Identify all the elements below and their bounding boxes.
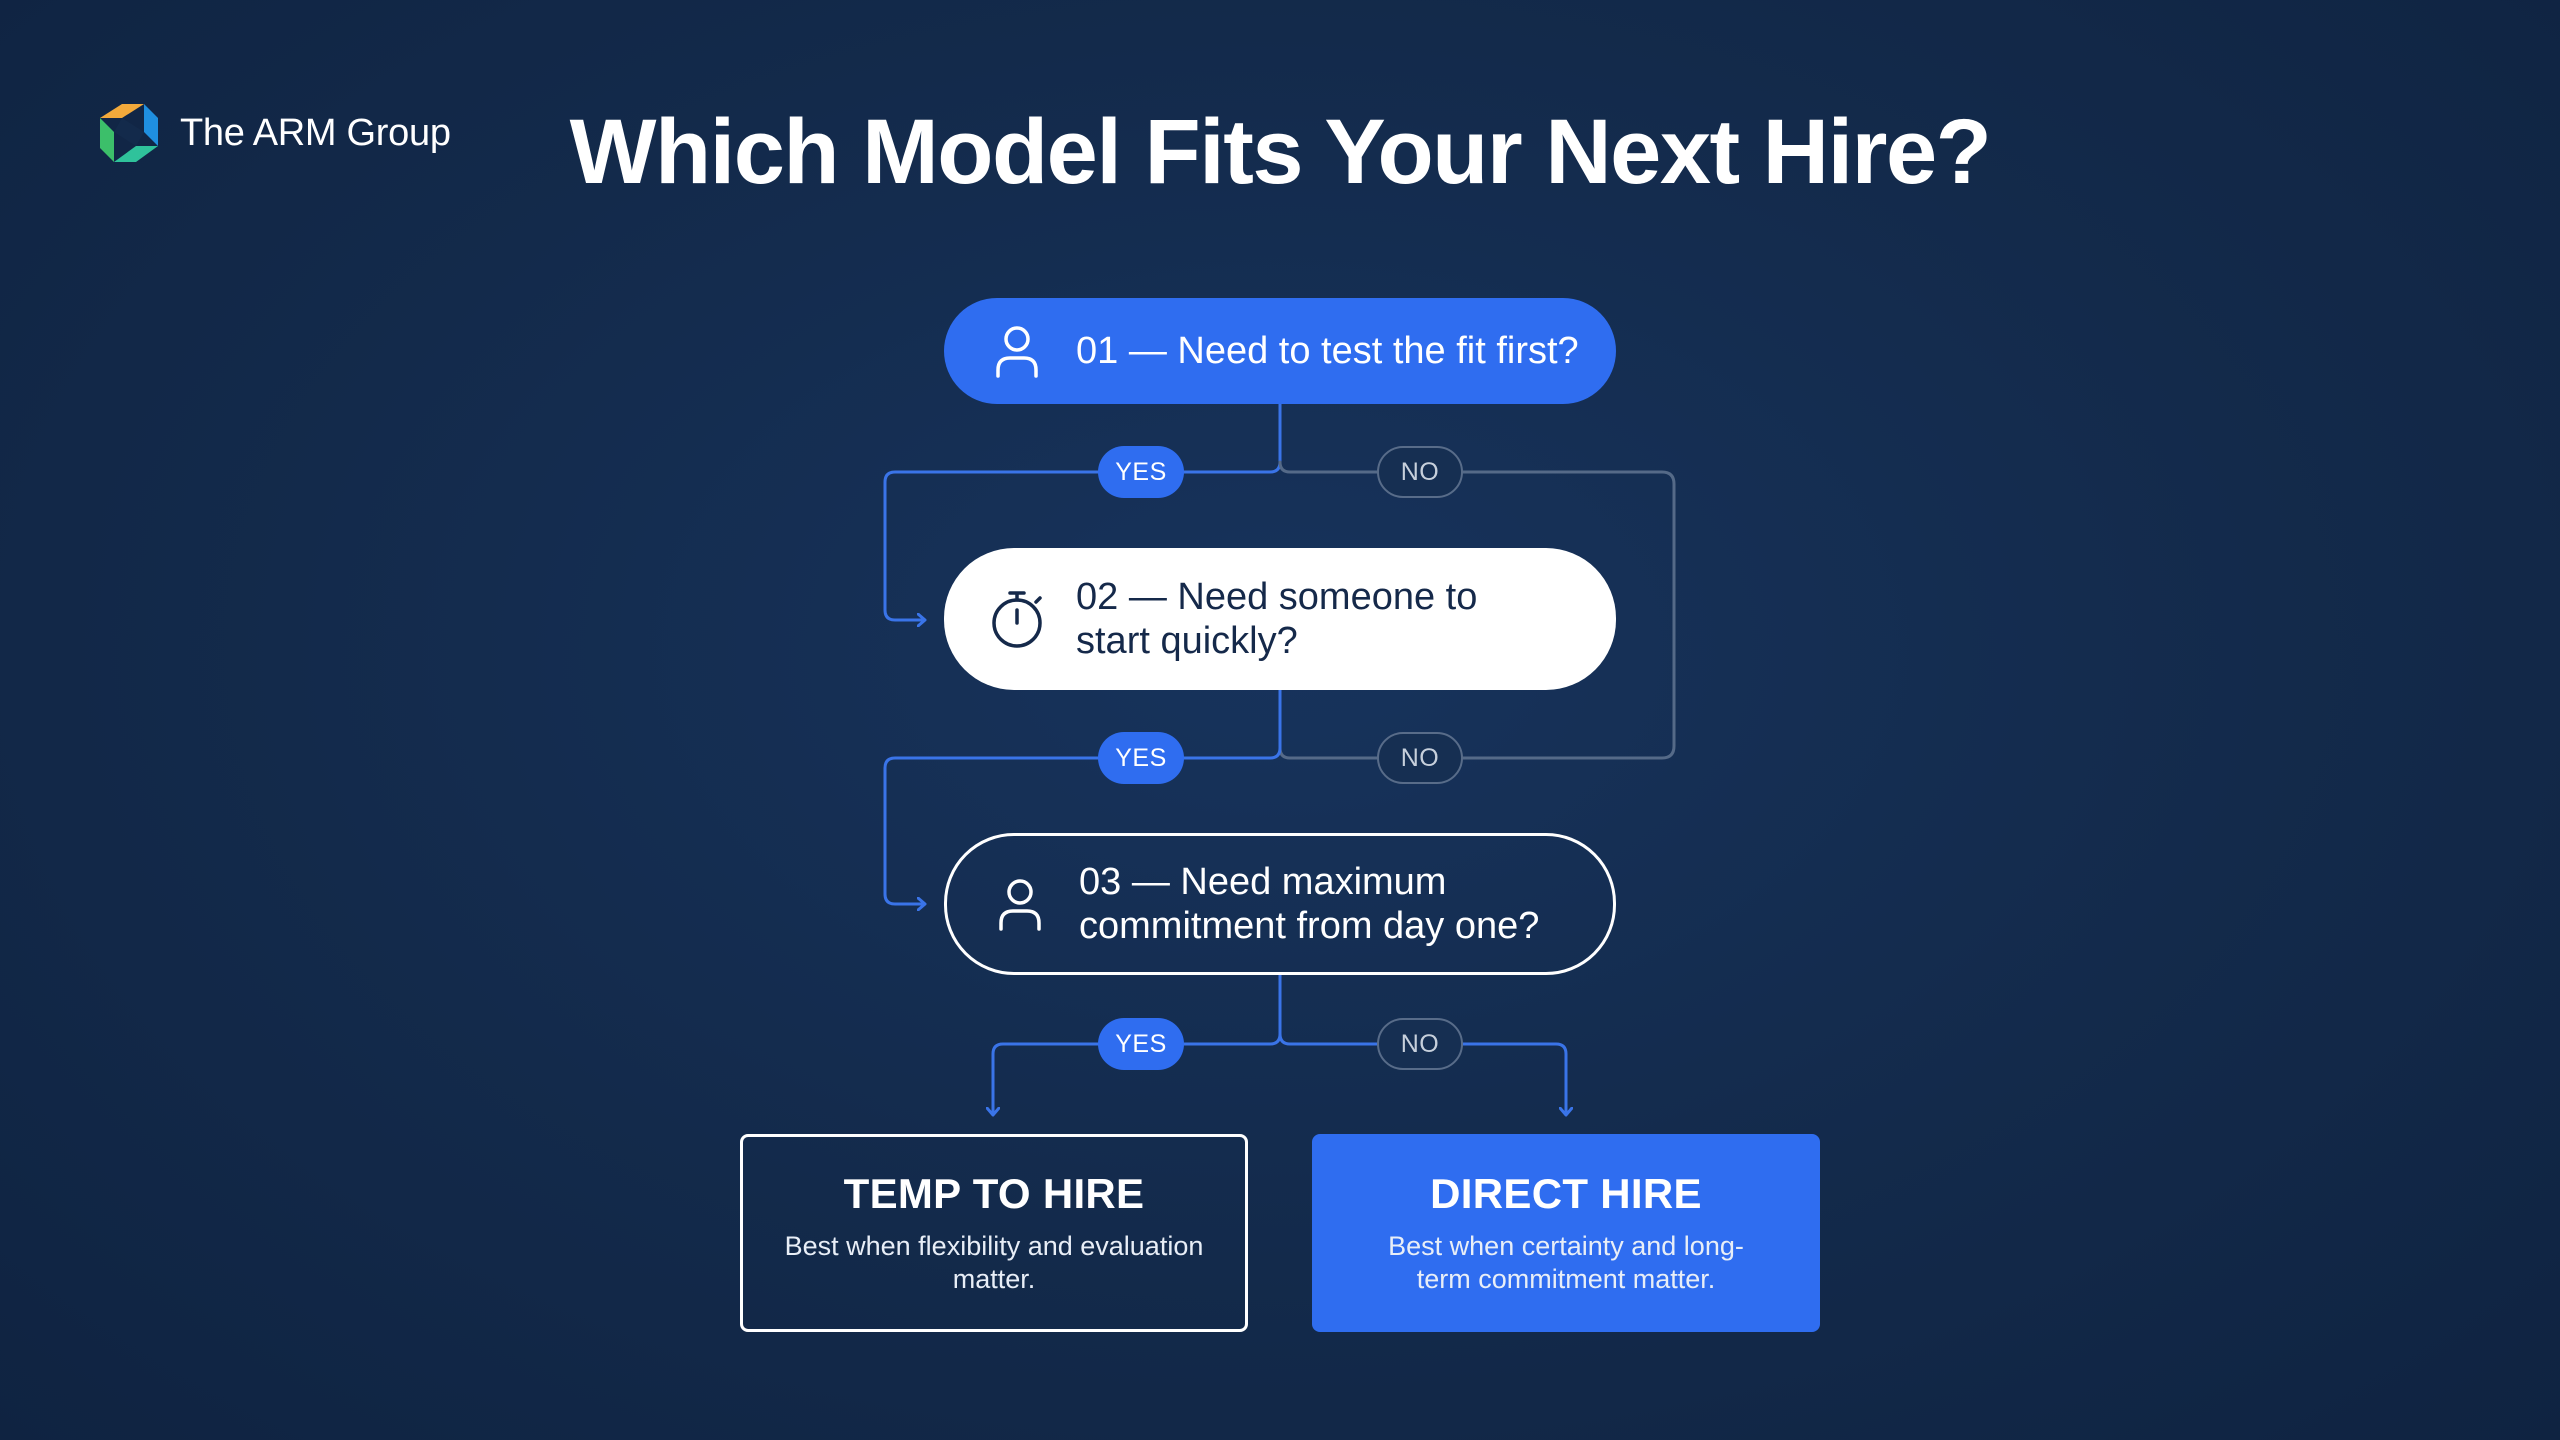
q3-no-connector [1278, 1032, 1566, 1114]
question-2: 02 — Need someone to start quickly? [944, 548, 1616, 690]
stopwatch-icon [992, 591, 1042, 648]
q1-no-connector [1278, 460, 1676, 760]
outcome-description: Best when certainty and long-term commit… [1388, 1231, 1744, 1294]
question-3-text: 03 — Need maximum commitment from day on… [1079, 860, 1540, 947]
no-badge: NO [1377, 732, 1463, 784]
person-icon [996, 326, 1038, 378]
yes-badge: YES [1098, 446, 1184, 498]
q2-yes-connector [883, 688, 1282, 904]
arm-group-logo-icon [100, 104, 158, 162]
outcome-temp-to-hire: TEMP TO HIRE Best when flexibility and e… [740, 1134, 1248, 1332]
outcome-title: DIRECT HIRE [1430, 1170, 1702, 1218]
outcome-description: Best when flexibility and evaluation mat… [784, 1231, 1204, 1294]
brand: The ARM Group [92, 96, 451, 170]
question-2-text: 02 — Need someone to start quickly? [1076, 575, 1478, 662]
outcome-title: TEMP TO HIRE [843, 1170, 1145, 1218]
page-title: Which Model Fits Your Next Hire? [569, 101, 1992, 203]
no-badge: NO [1377, 1018, 1463, 1070]
brand-name: The ARM Group [180, 111, 451, 154]
person-icon [999, 879, 1041, 931]
question-3: 03 — Need maximum commitment from day on… [944, 833, 1616, 975]
question-1-text: 01 — Need to test the fit first? [1076, 329, 1579, 372]
yes-badge: YES [1098, 732, 1184, 784]
outcome-direct-hire: DIRECT HIRE Best when certainty and long… [1312, 1134, 1820, 1332]
question-1: 01 — Need to test the fit first? [944, 298, 1616, 404]
q1-yes-connector [883, 402, 1282, 620]
no-badge: NO [1377, 446, 1463, 498]
yes-badge: YES [1098, 1018, 1184, 1070]
